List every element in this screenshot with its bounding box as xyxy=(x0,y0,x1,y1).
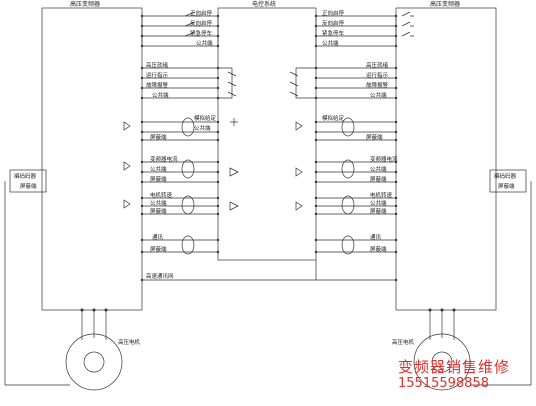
label: 高压就绪 xyxy=(146,61,169,69)
label: 反向启停 xyxy=(190,19,213,27)
right-header: 高压变频器 xyxy=(430,0,460,8)
label: 高压就绪 xyxy=(366,61,389,69)
label: 通讯 xyxy=(370,233,382,241)
label: 公共端 xyxy=(152,91,169,99)
label: 屏蔽端 xyxy=(498,182,515,190)
label: 公共端 xyxy=(150,165,167,173)
label: 模拟给定 xyxy=(322,114,345,122)
label: 公共端 xyxy=(322,39,339,47)
label: 反向启停 xyxy=(322,19,345,27)
watermark: 变频器销售维修 15515598858 xyxy=(398,358,536,392)
left-inverter-box xyxy=(41,7,143,311)
label: 公共端 xyxy=(194,124,211,132)
label: 电机转速 xyxy=(150,191,173,199)
center-header: 电控系统 xyxy=(252,0,276,8)
left-motor-label: 高压电机 xyxy=(118,338,141,346)
label: 通讯 xyxy=(152,233,164,241)
bus-label: 高速通讯网 xyxy=(146,272,174,280)
label: 故障报警 xyxy=(366,81,389,89)
label: 公共端 xyxy=(370,199,387,207)
label: 紧急停车 xyxy=(190,29,213,37)
label: 编码码器 xyxy=(494,172,517,180)
watermark-line2: 15515598858 xyxy=(398,376,489,391)
label: 变频器电流 xyxy=(150,155,178,163)
label: 屏蔽端 xyxy=(150,175,167,183)
label: 模拟给定 xyxy=(194,114,217,122)
label: 变频器电流 xyxy=(370,155,398,163)
label: 屏蔽端 xyxy=(150,133,167,141)
watermark-line1: 变频器销售维修 xyxy=(398,358,511,376)
label: 运行指示 xyxy=(366,71,389,79)
label: 紧急停车 xyxy=(322,29,345,37)
label: 公共端 xyxy=(150,199,167,207)
label: 屏蔽端 xyxy=(150,245,167,253)
label: 公共端 xyxy=(370,91,387,99)
left-header: 高压变频器 xyxy=(70,0,100,8)
label: 公共端 xyxy=(196,39,213,47)
label: 正向启停 xyxy=(190,9,213,17)
label: 屏蔽端 xyxy=(370,175,387,183)
label: 屏蔽端 xyxy=(370,245,387,253)
label: 运行指示 xyxy=(146,71,169,79)
right-motor-label: 高压电机 xyxy=(392,338,415,346)
label: 电机转速 xyxy=(370,191,393,199)
label: 编码码器 xyxy=(14,172,37,180)
label: 公共端 xyxy=(370,165,387,173)
label: 正向启停 xyxy=(322,9,345,17)
label: 屏蔽端 xyxy=(366,133,383,141)
right-inverter-box xyxy=(395,7,497,311)
label: 故障报警 xyxy=(146,81,169,89)
label: 屏蔽端 xyxy=(20,182,37,190)
label: 屏蔽端 xyxy=(370,207,387,215)
center-control-box xyxy=(217,7,317,261)
label: 屏蔽端 xyxy=(150,207,167,215)
